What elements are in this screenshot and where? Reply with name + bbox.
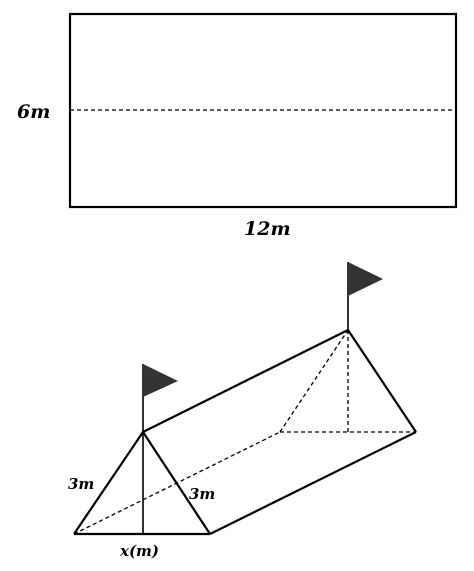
back-flag [347, 262, 383, 330]
back-right-edge [347, 329, 417, 433]
hidden-bottom-left [73, 431, 281, 535]
hidden-back-left [279, 329, 349, 433]
base-label: x(m) [119, 542, 159, 560]
front-triangle [73, 430, 211, 535]
bottom-right-edge [209, 431, 417, 535]
height-label: 6m [17, 101, 50, 123]
flag-icon [348, 262, 383, 296]
ridge-line [142, 329, 349, 433]
flag-icon [143, 364, 178, 397]
side-right-label: 3m [189, 485, 215, 503]
side-left-label: 3m [68, 475, 94, 493]
width-label: 12m [244, 218, 291, 240]
tent-prism [73, 329, 417, 536]
front-flag [142, 364, 178, 432]
